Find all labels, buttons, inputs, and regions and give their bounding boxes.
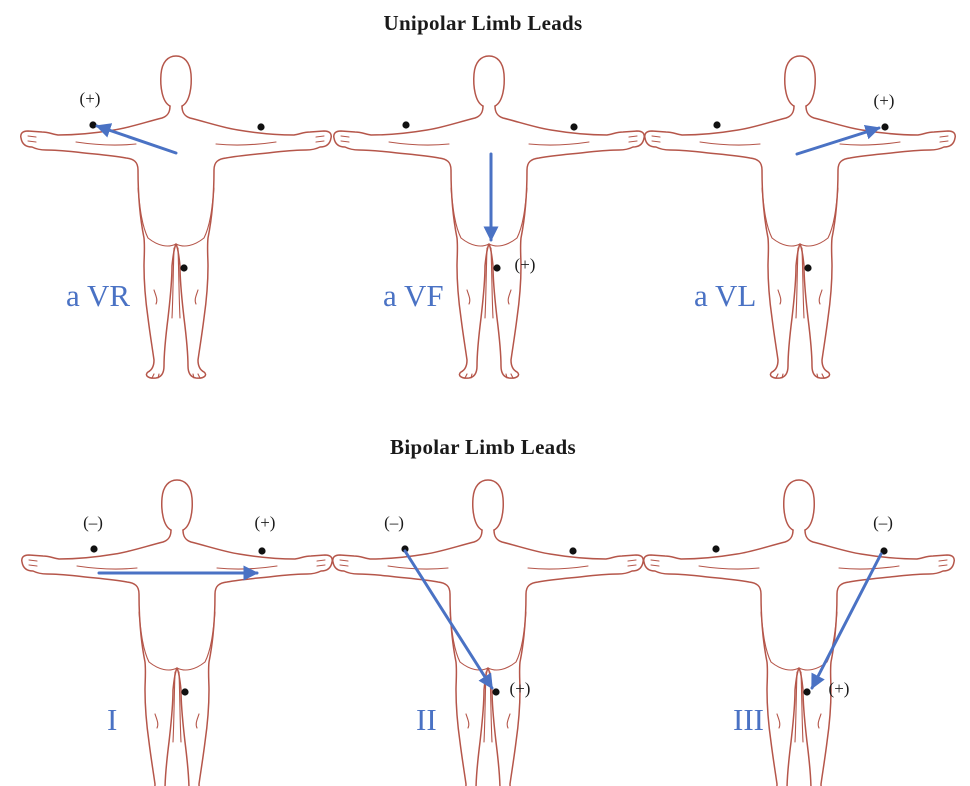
- body-figure: [333, 55, 645, 379]
- negative-terminal-label: (–): [83, 513, 103, 532]
- body-figure: [21, 479, 333, 786]
- lead-label: I: [107, 702, 117, 737]
- lead-vector-arrow: [403, 549, 494, 690]
- lead-vector-arrow: [795, 124, 881, 156]
- electrode-left-leg: [180, 264, 188, 272]
- electrode-left-arm: [257, 123, 265, 131]
- electrode-right-arm: [713, 121, 721, 129]
- electrode-left-arm: [880, 547, 888, 555]
- electrode-left-leg: [493, 264, 501, 272]
- panel-lead-iii: (+) (–) III: [643, 479, 955, 786]
- body-figure: [644, 55, 956, 379]
- lead-label: III: [733, 702, 764, 737]
- body-figure: [332, 479, 644, 786]
- electrode-left-leg: [803, 688, 811, 696]
- positive-terminal-label: (+): [255, 513, 276, 532]
- electrode-left-arm: [881, 123, 889, 131]
- electrode-left-arm: [569, 547, 577, 555]
- negative-terminal-label: (–): [384, 513, 404, 532]
- positive-terminal-label: (+): [515, 255, 536, 274]
- electrode-left-leg: [492, 688, 500, 696]
- lead-vector-arrow: [810, 552, 883, 690]
- electrode-right-arm: [401, 545, 409, 553]
- electrode-right-arm: [402, 121, 410, 129]
- panel-avf: (+) a VF: [333, 55, 645, 379]
- electrode-left-leg: [804, 264, 812, 272]
- positive-terminal-label: (+): [829, 679, 850, 698]
- electrode-left-leg: [181, 688, 189, 696]
- positive-terminal-label: (+): [510, 679, 531, 698]
- bipolar-heading: Bipolar Limb Leads: [390, 435, 576, 459]
- electrode-left-arm: [258, 547, 266, 555]
- negative-terminal-label: (–): [873, 513, 893, 532]
- lead-vector-arrow: [95, 123, 178, 155]
- panel-avl: (+) a VL: [644, 55, 956, 379]
- body-figure: [643, 479, 955, 786]
- lead-label: a VF: [383, 278, 444, 313]
- panel-lead-ii: (+) (–) II: [332, 479, 644, 786]
- panel-lead-i: (+) (–) I: [21, 479, 333, 786]
- positive-terminal-label: (+): [874, 91, 895, 110]
- body-figure: [20, 55, 332, 379]
- electrode-left-arm: [570, 123, 578, 131]
- panel-avr: (+) a VR: [20, 55, 332, 379]
- electrode-right-arm: [90, 545, 98, 553]
- positive-terminal-label: (+): [80, 89, 101, 108]
- lead-label: a VR: [66, 278, 130, 313]
- electrode-right-arm: [712, 545, 720, 553]
- lead-label: a VL: [694, 278, 756, 313]
- electrode-right-arm: [89, 121, 97, 129]
- unipolar-heading: Unipolar Limb Leads: [383, 11, 582, 35]
- lead-panels: (+)a VR(+)a VF(+)a VL(+)(–)I(+)(–)II(+)(…: [20, 55, 956, 786]
- lead-label: II: [416, 702, 437, 737]
